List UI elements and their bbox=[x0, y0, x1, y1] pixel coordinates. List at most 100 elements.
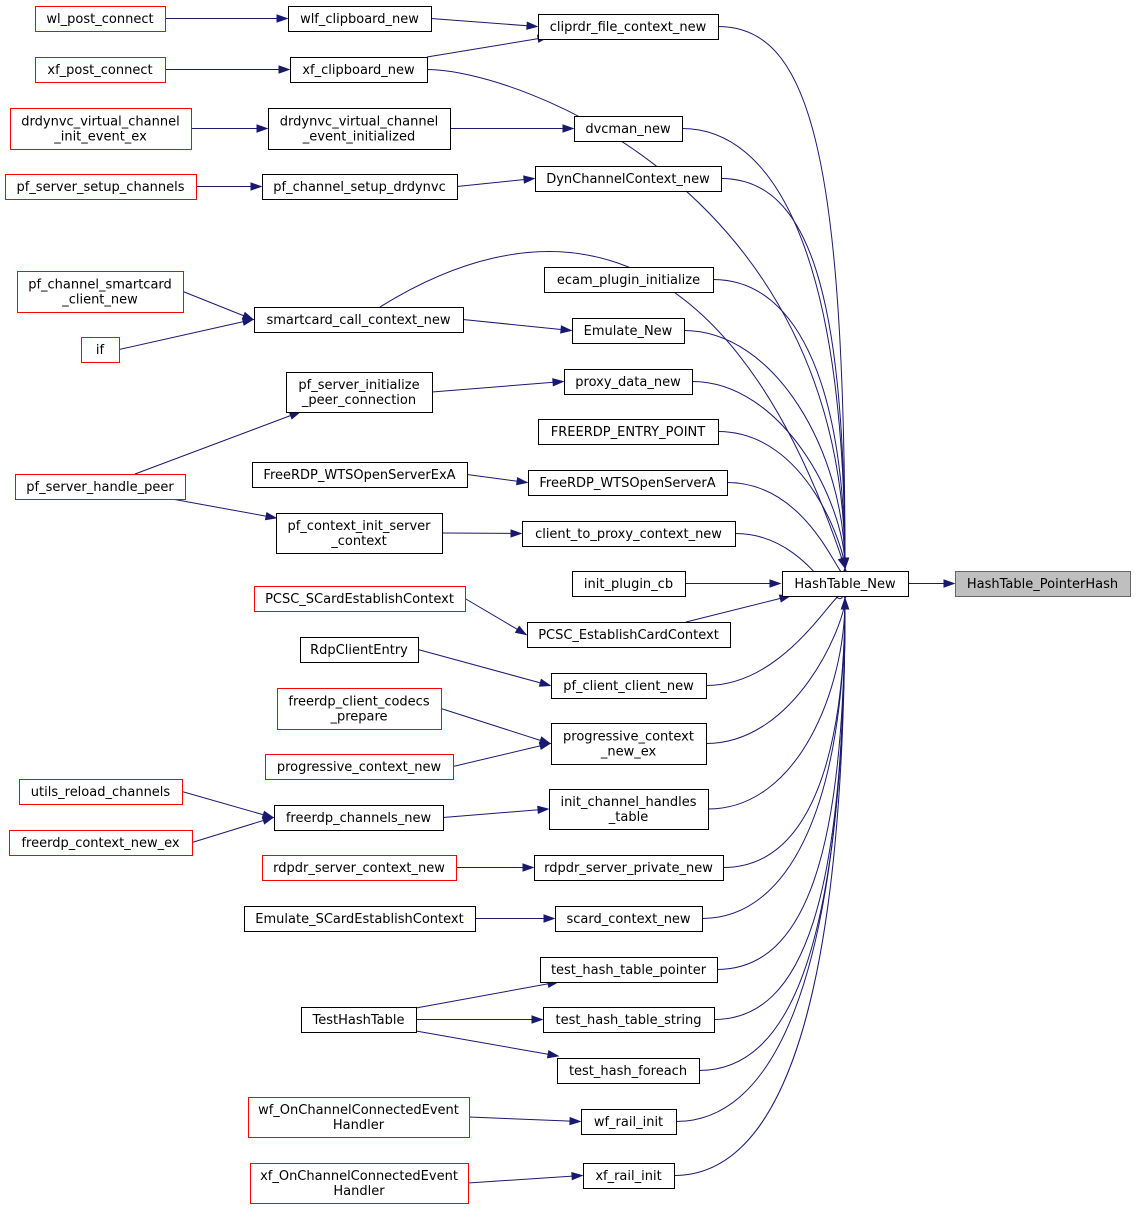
node-label: _client_new bbox=[61, 293, 138, 308]
node-reload[interactable]: utils_reload_channels bbox=[19, 779, 183, 805]
edges bbox=[118, 14, 956, 1184]
edge-scctx-to-emunew bbox=[462, 319, 573, 334]
node-label: test_hash_table_string bbox=[556, 1013, 702, 1028]
node-box bbox=[19, 779, 183, 805]
node-label: FREERDP_ENTRY_POINT bbox=[551, 425, 705, 440]
edge-ctxnewex-to-chnew bbox=[191, 816, 275, 843]
node-dvcman[interactable]: dvcman_new bbox=[574, 116, 683, 142]
node-label: freerdp_channels_new bbox=[286, 811, 432, 826]
node-label: rdpdr_server_context_new bbox=[273, 861, 445, 876]
node-wtsA[interactable]: FreeRDP_WTSOpenServerA bbox=[528, 470, 728, 496]
node-label: Handler bbox=[333, 1184, 385, 1199]
node-proxydata[interactable]: proxy_data_new bbox=[564, 369, 693, 395]
node-emunew[interactable]: Emulate_New bbox=[572, 318, 685, 344]
edge-wlpost-to-wlfclip bbox=[165, 14, 289, 23]
edge-pfsetupdrd-to-dynctx bbox=[456, 175, 536, 187]
node-label: Emulate_SCardEstablishContext bbox=[255, 912, 463, 927]
node-c2p[interactable]: client_to_proxy_context_new bbox=[522, 521, 736, 547]
node-label: FreeRDP_WTSOpenServerExA bbox=[263, 468, 455, 483]
edge-dvcman-to-htnew bbox=[681, 128, 850, 570]
node-tforeach[interactable]: test_hash_foreach bbox=[557, 1058, 700, 1084]
node-box bbox=[301, 1007, 417, 1033]
node-ptrhash[interactable]: HashTable_PointerHash bbox=[955, 571, 1131, 597]
node-htnew[interactable]: HashTable_New bbox=[782, 571, 909, 597]
node-box bbox=[5, 174, 197, 200]
node-label: utils_reload_channels bbox=[31, 785, 171, 800]
node-rdpentry[interactable]: RdpClientEntry bbox=[300, 637, 419, 663]
node-pfsetupch[interactable]: pf_server_setup_channels bbox=[5, 174, 197, 200]
node-chnew[interactable]: freerdp_channels_new bbox=[274, 805, 444, 831]
node-label: wl_post_connect bbox=[46, 12, 153, 27]
node-label: init_plugin_cb bbox=[584, 577, 673, 592]
edge-prognew-to-progex bbox=[452, 741, 552, 767]
node-progex[interactable]: progressive_context_new_ex bbox=[551, 723, 707, 765]
node-label: RdpClientEntry bbox=[310, 643, 408, 658]
edge-drdyinit-to-dvcman bbox=[450, 124, 575, 133]
node-box bbox=[549, 789, 709, 830]
node-label: pf_channel_smartcard bbox=[28, 278, 172, 293]
node-label: drdynvc_virtual_channel bbox=[21, 115, 179, 130]
node-cliprdr[interactable]: cliprdr_file_context_new bbox=[538, 14, 719, 40]
node-label: init_channel_handles bbox=[560, 795, 696, 810]
node-label: FreeRDP_WTSOpenServerA bbox=[539, 476, 715, 491]
node-xfclip[interactable]: xf_clipboard_new bbox=[290, 57, 428, 83]
node-label: pf_server_setup_channels bbox=[16, 180, 184, 195]
node-box bbox=[564, 369, 693, 395]
edge-initcb-to-htnew bbox=[685, 579, 782, 588]
edge-wlfclip-to-cliprdr bbox=[430, 18, 539, 30]
edge-wtsExA-to-wtsA bbox=[466, 474, 529, 486]
node-tstr[interactable]: test_hash_table_string bbox=[543, 1007, 715, 1033]
node-xfrail[interactable]: xf_rail_init bbox=[583, 1163, 675, 1189]
node-wlpost[interactable]: wl_post_connect bbox=[35, 6, 166, 32]
node-prognew[interactable]: progressive_context_new bbox=[265, 754, 454, 780]
node-inithandles[interactable]: init_channel_handles_table bbox=[549, 789, 709, 830]
nodes: HashTable_PointerHash HashTable_New cliprd… bbox=[5, 6, 1131, 1204]
edge-chnew-to-inithandles bbox=[442, 805, 550, 818]
node-box bbox=[248, 1097, 470, 1138]
edge-pfsmart-to-scctx bbox=[182, 291, 255, 321]
node-pfinitpeer[interactable]: pf_server_initialize_peer_connection bbox=[286, 372, 433, 413]
node-wfrail[interactable]: wf_rail_init bbox=[581, 1109, 677, 1135]
node-initcb[interactable]: init_plugin_cb bbox=[572, 571, 686, 597]
node-dynctx[interactable]: DynChannelContext_new bbox=[535, 166, 722, 192]
node-tptr[interactable]: test_hash_table_pointer bbox=[540, 957, 718, 983]
node-rdpdrctx[interactable]: rdpdr_server_context_new bbox=[262, 855, 457, 881]
node-pfctxinit[interactable]: pf_context_init_server_context bbox=[276, 513, 443, 554]
node-scctx[interactable]: smartcard_call_context_new bbox=[254, 307, 464, 333]
edge-codecs-to-progex bbox=[440, 708, 552, 745]
node-box bbox=[955, 571, 1131, 597]
node-entry[interactable]: FREERDP_ENTRY_POINT bbox=[538, 419, 719, 445]
node-pfsmart[interactable]: pf_channel_smartcard_client_new bbox=[17, 271, 184, 313]
node-pcscestab[interactable]: PCSC_EstablishCardContext bbox=[527, 622, 731, 648]
node-label: _context bbox=[330, 534, 387, 549]
node-box bbox=[262, 174, 458, 200]
node-pfsetupdrd[interactable]: pf_channel_setup_drdynvc bbox=[262, 174, 458, 200]
node-wlfclip[interactable]: wlf_clipboard_new bbox=[288, 6, 432, 32]
node-drdyinit[interactable]: drdynvc_virtual_channel_event_initialize… bbox=[268, 108, 451, 150]
node-box bbox=[288, 6, 432, 32]
node-box bbox=[35, 57, 166, 83]
node-xfpost[interactable]: xf_post_connect bbox=[35, 57, 166, 83]
edge-xfrail-to-htnew bbox=[673, 597, 850, 1176]
node-testht[interactable]: TestHashTable bbox=[301, 1007, 417, 1033]
node-drdyex[interactable]: drdynvc_virtual_channel_init_event_ex bbox=[10, 108, 192, 150]
node-box bbox=[17, 271, 184, 313]
node-label: pf_server_initialize bbox=[298, 378, 419, 393]
node-if[interactable]: if bbox=[81, 337, 120, 363]
node-ctxnewex[interactable]: freerdp_context_new_ex bbox=[9, 830, 193, 856]
node-pcscscard[interactable]: PCSC_SCardEstablishContext bbox=[254, 586, 466, 612]
node-label: test_hash_foreach bbox=[569, 1064, 687, 1079]
node-ecam[interactable]: ecam_plugin_initialize bbox=[544, 267, 714, 293]
node-wtsExA[interactable]: FreeRDP_WTSOpenServerExA bbox=[252, 462, 468, 488]
node-codecs[interactable]: freerdp_client_codecs_prepare bbox=[277, 688, 442, 730]
node-label: rdpdr_server_private_new bbox=[544, 861, 713, 876]
node-scardctx[interactable]: scard_context_new bbox=[555, 906, 703, 932]
node-label: Emulate_New bbox=[584, 324, 673, 339]
node-pfclient[interactable]: pf_client_client_new bbox=[551, 673, 707, 699]
node-rdpdrpriv[interactable]: rdpdr_server_private_new bbox=[534, 855, 724, 881]
node-box bbox=[551, 673, 707, 699]
node-pfhandle[interactable]: pf_server_handle_peer bbox=[15, 474, 186, 500]
node-emuestab[interactable]: Emulate_SCardEstablishContext bbox=[244, 906, 476, 932]
